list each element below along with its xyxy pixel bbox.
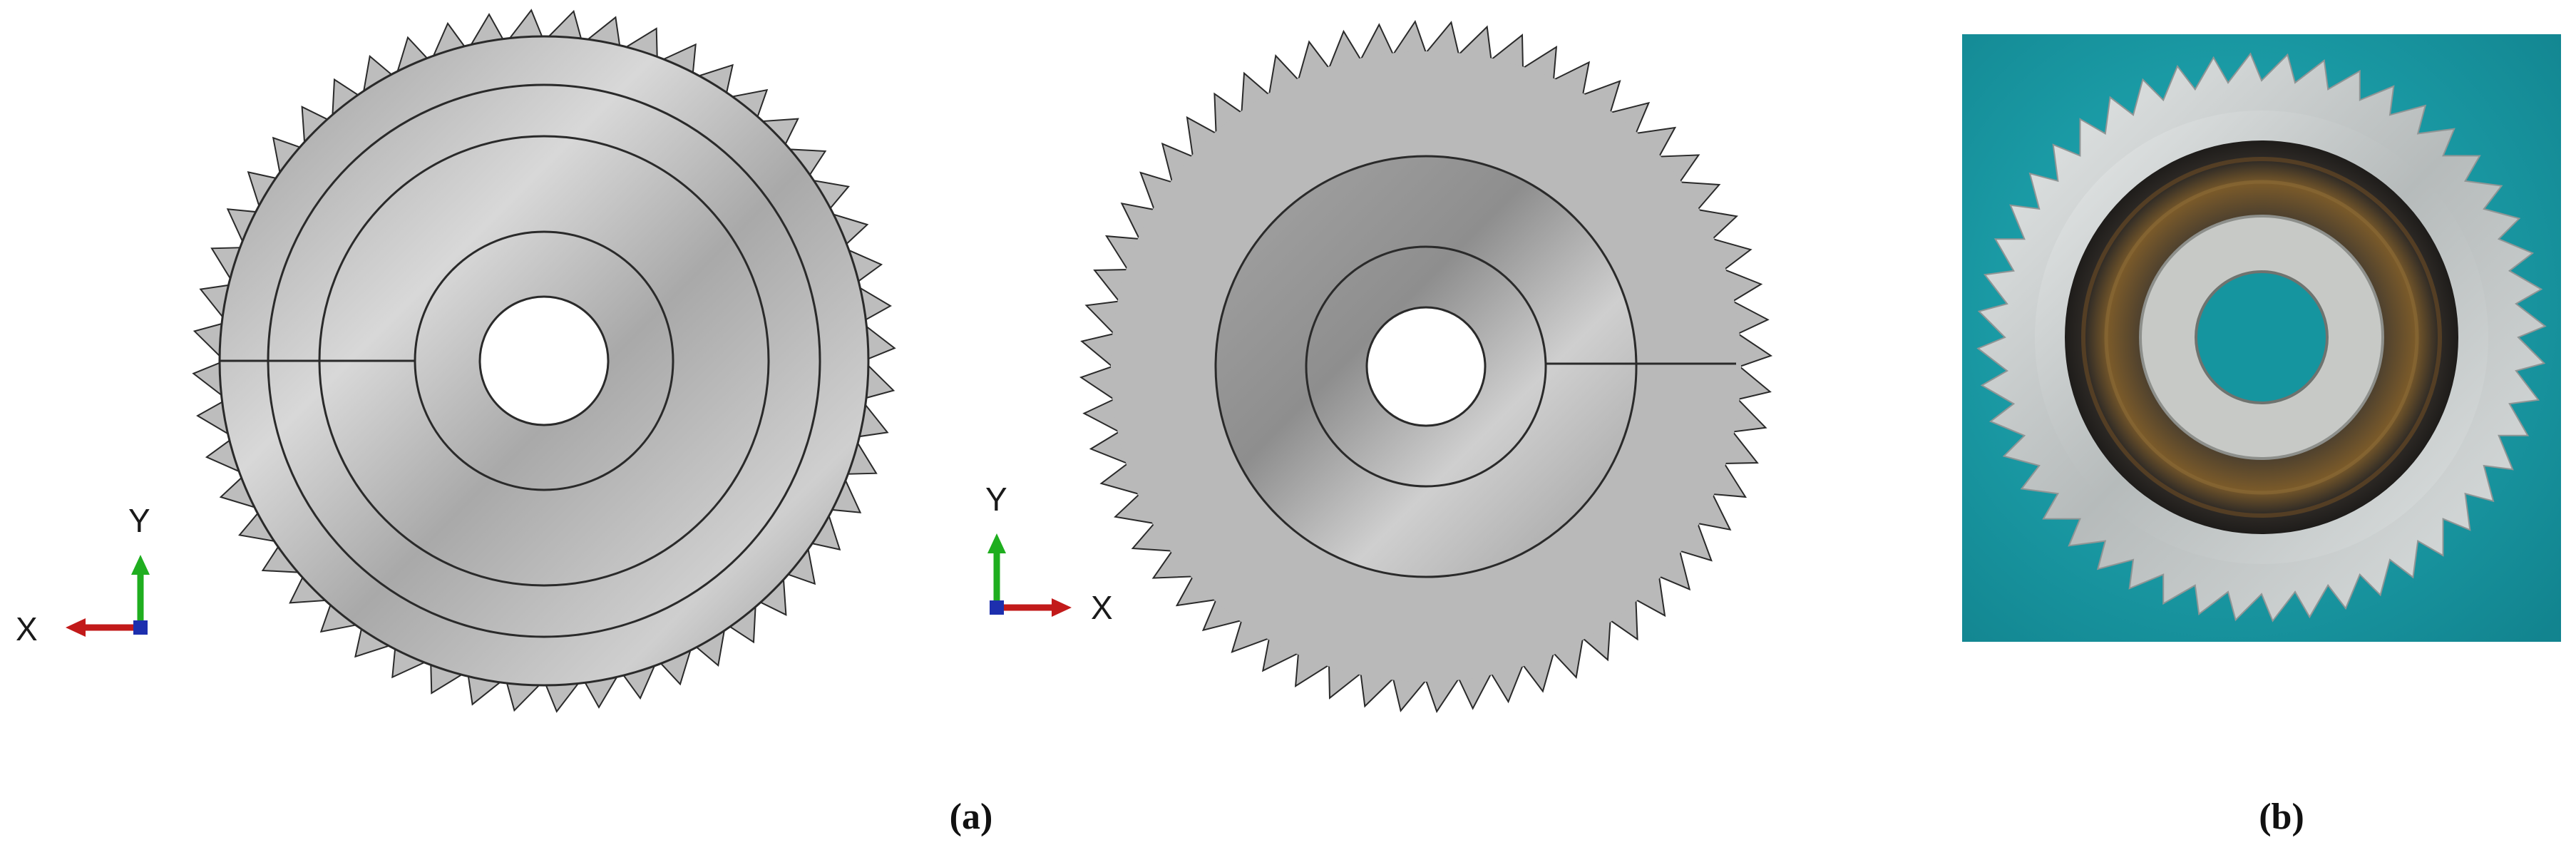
x-axis-label: X	[16, 610, 38, 647]
z-axis-origin-marker	[133, 620, 148, 635]
axis-triad-left: Y X	[16, 502, 150, 647]
photo-bore	[2195, 270, 2329, 404]
x-axis-label: X	[1091, 589, 1113, 626]
gear-front-view	[192, 9, 896, 713]
axis-triad-right: Y X	[985, 481, 1113, 626]
gear-back-ring-inner	[1305, 245, 1547, 488]
caption-a: (a)	[950, 797, 993, 837]
photo-hub-groove	[2081, 157, 2442, 518]
z-axis-origin-marker	[990, 600, 1004, 615]
x-axis-arrow-head	[1052, 598, 1072, 617]
y-axis-label: Y	[985, 481, 1007, 518]
gear-front-bore	[478, 295, 610, 426]
gear-back-bore	[1365, 306, 1487, 427]
blade-photo	[1962, 34, 2561, 642]
photo-hub-groove-inner	[2104, 180, 2419, 495]
caption-b: (b)	[2259, 797, 2304, 837]
x-axis-arrow-head	[66, 618, 86, 637]
y-axis-arrow-head	[987, 533, 1006, 553]
gear-back-view	[1079, 19, 1773, 714]
y-axis-arrow-head	[131, 555, 150, 575]
y-axis-label: Y	[128, 502, 150, 539]
